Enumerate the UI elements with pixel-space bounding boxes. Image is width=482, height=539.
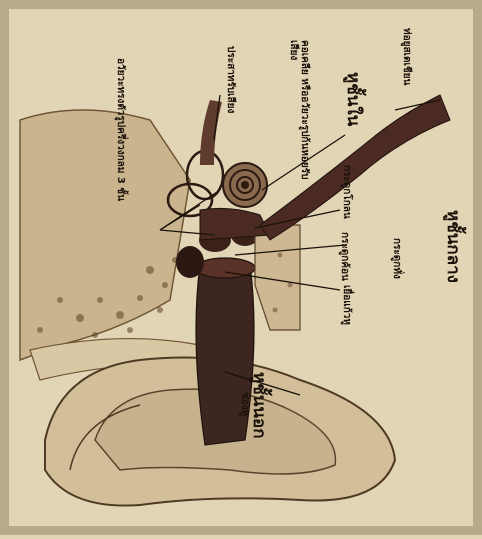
label-eustachian-tube: ท่อยูสเตเชียน (401, 28, 412, 85)
label-middle-ear-title: หูชั้นกลาง (443, 210, 462, 283)
label-cochlea: คอเคลีย หรืออวัยวะรูปก้นหอยรับเสียง (288, 40, 310, 190)
label-auditory-nerve: ประสาทรับเสียง (225, 46, 236, 113)
label-stapes: กระดูกโกลน (341, 165, 352, 219)
label-ear-canal: ช่องหู (239, 392, 250, 416)
label-semicircular-canals: อวัยวะทรงตัวรูปครึ่งวงกลม 3 ชั้น (115, 58, 126, 201)
cochlea-shape (223, 163, 267, 207)
ear-canal (196, 265, 254, 445)
label-outer-ear-title: หูชั้นนอก (249, 372, 268, 439)
label-incus: กระดูกทั่ง (391, 238, 402, 279)
label-inner-ear-title: หูชั้นใน (343, 72, 362, 126)
label-eardrum: เยื่อแก้วหู (341, 285, 352, 325)
label-malleus: กระดูกค้อน (339, 232, 350, 281)
